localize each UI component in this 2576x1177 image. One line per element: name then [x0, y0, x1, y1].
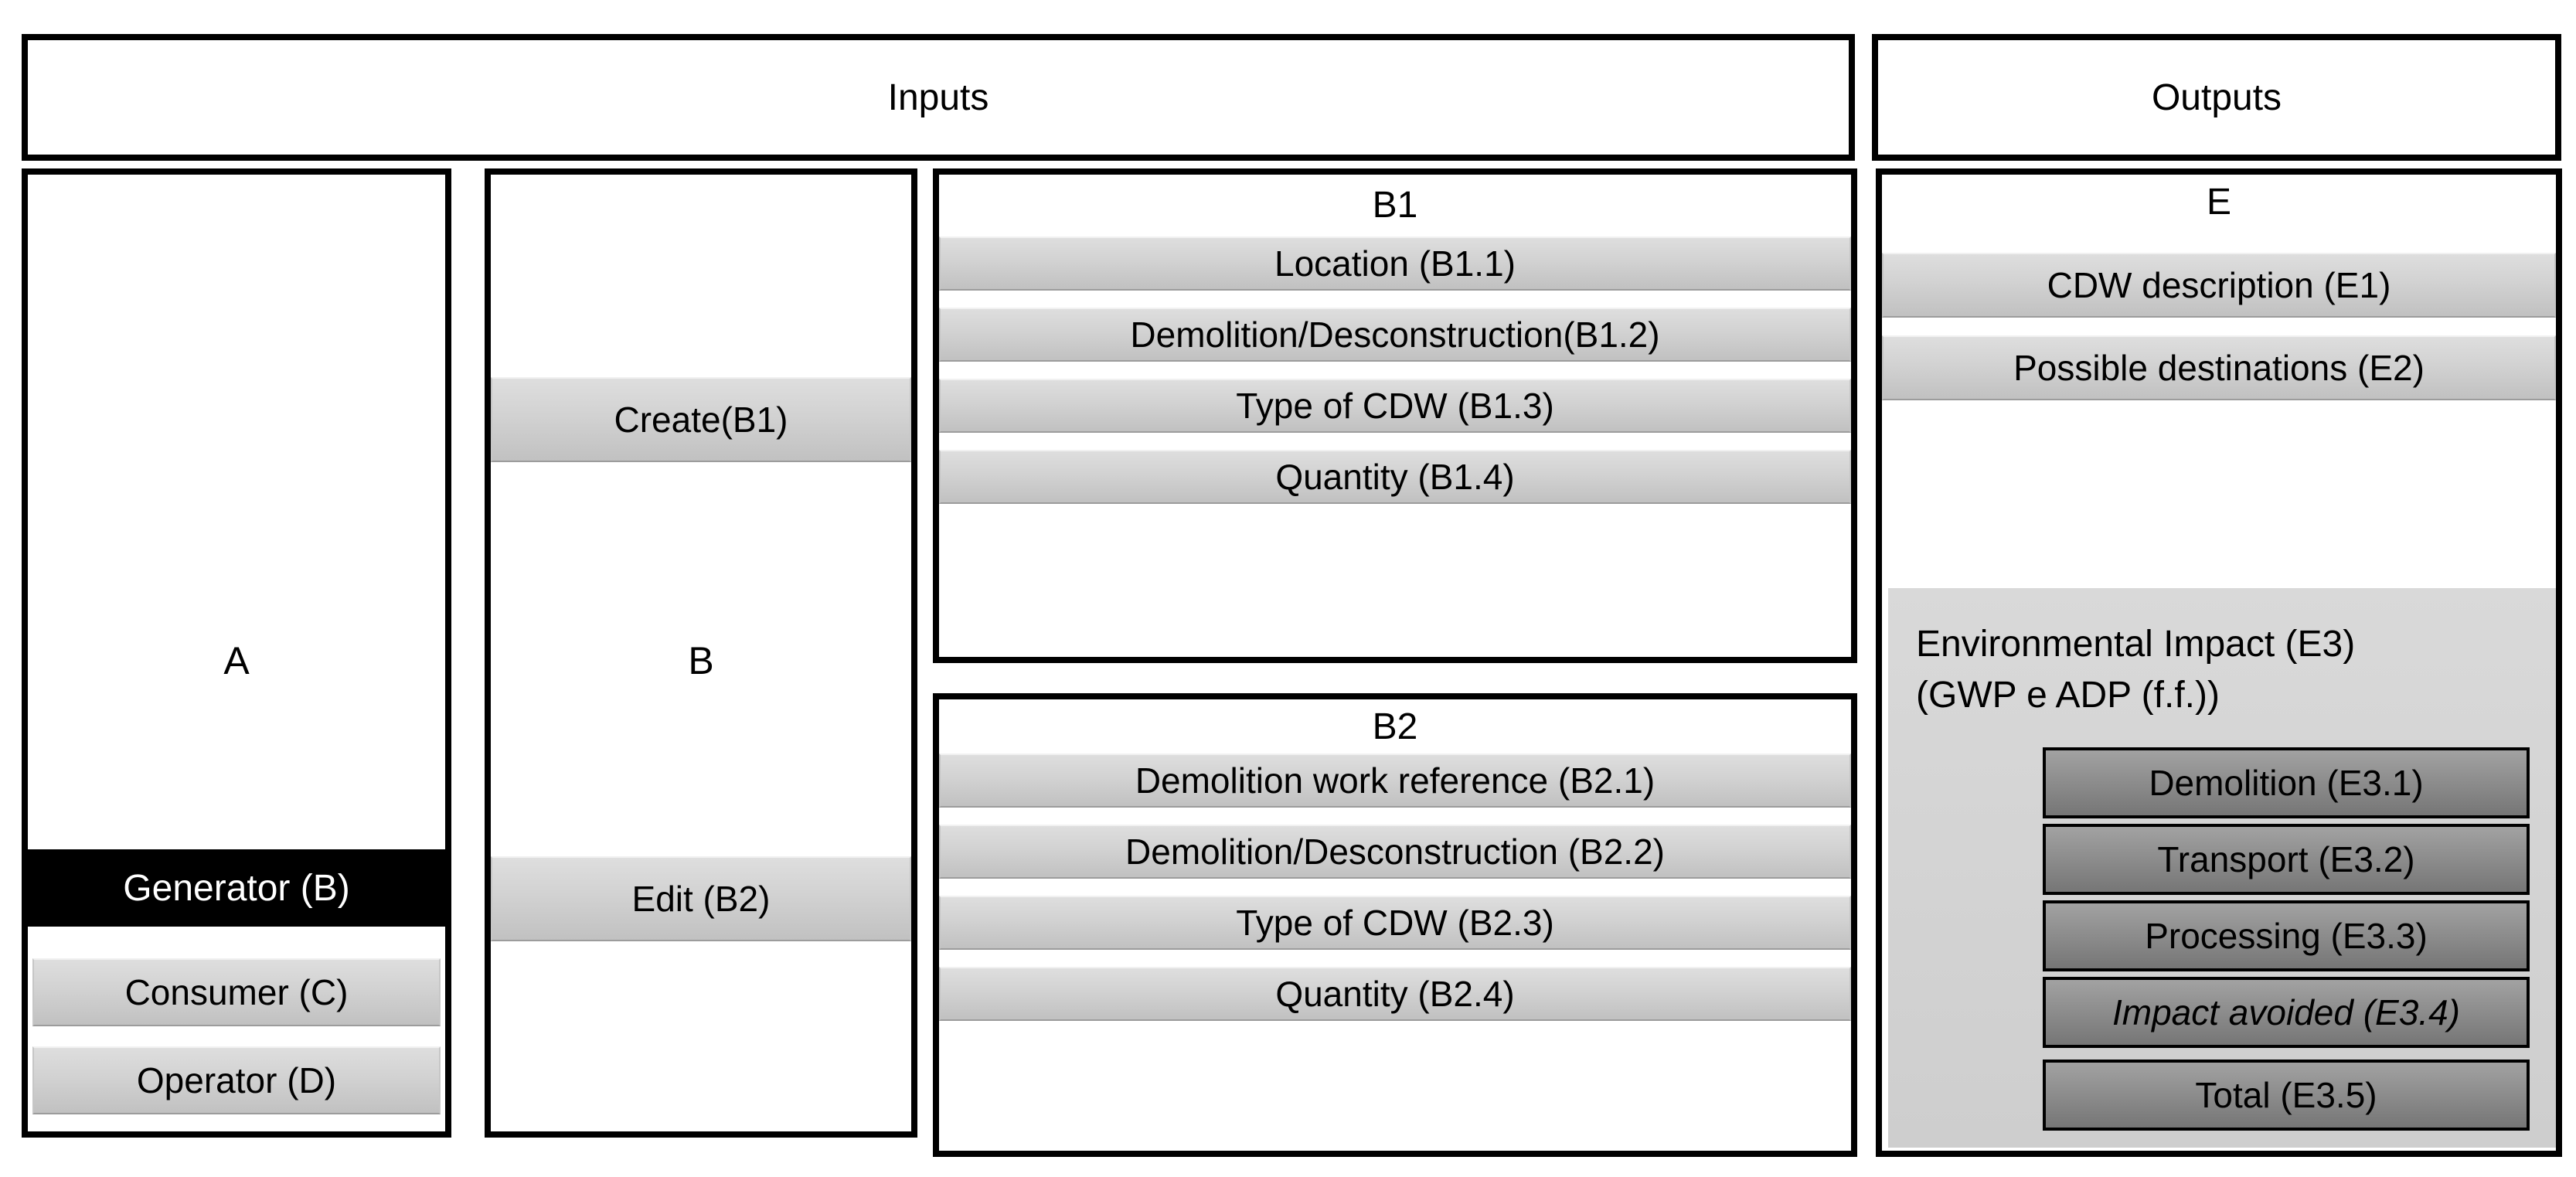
box-b-label: B [688, 639, 714, 682]
box-a: A Generator (B) Consumer (C) Operator (D… [22, 168, 451, 1138]
box-b2: B2 Demolition work reference (B2.1) Demo… [933, 693, 1857, 1157]
e3-panel: Environmental Impact (E3) (GWP e ADP (f.… [1888, 588, 2556, 1148]
create-b1-label: Create(B1) [614, 400, 788, 440]
b2-item-type: Type of CDW (B2.3) [939, 896, 1851, 950]
b1-item-demolition-label: Demolition/Desconstruction(B1.2) [1130, 315, 1660, 355]
box-e: E CDW description (E1) Possible destinat… [1876, 168, 2562, 1157]
e3-item-transport-label: Transport (E3.2) [2157, 839, 2415, 879]
e3-item-impact-avoided-label: Impact avoided (E3.4) [2112, 992, 2460, 1032]
edit-b2-label: Edit (B2) [631, 879, 771, 919]
inputs-header-label: Inputs [887, 77, 989, 118]
operator-label: Operator (D) [136, 1060, 337, 1100]
e-item-cdw-description-label: CDW description (E1) [2047, 265, 2391, 305]
b1-item-demolition: Demolition/Desconstruction(B1.2) [939, 308, 1851, 362]
e-item-cdw-description: CDW description (E1) [1882, 253, 2556, 318]
create-b1-band: Create(B1) [491, 377, 911, 462]
outputs-header-box: Outputs [1872, 34, 2561, 161]
b2-item-demolition-label: Demolition/Desconstruction (B2.2) [1125, 832, 1665, 872]
e3-item-demolition-label: Demolition (E3.1) [2149, 763, 2424, 803]
e3-item-processing: Processing (E3.3) [2043, 900, 2530, 971]
box-a-label: A [223, 639, 250, 682]
e3-item-impact-avoided: Impact avoided (E3.4) [2043, 977, 2530, 1048]
box-b2-title: B2 [1372, 706, 1418, 747]
outputs-header-label: Outputs [2151, 77, 2282, 118]
b1-item-quantity-label: Quantity (B1.4) [1275, 457, 1515, 497]
edit-b2-band: Edit (B2) [491, 856, 911, 941]
b1-item-location-label: Location (B1.1) [1274, 243, 1516, 284]
consumer-label: Consumer (C) [124, 972, 349, 1012]
e-item-possible-destinations: Possible destinations (E2) [1882, 335, 2556, 400]
b1-item-location: Location (B1.1) [939, 236, 1851, 291]
e3-item-transport: Transport (E3.2) [2043, 824, 2530, 895]
consumer-band: Consumer (C) [32, 958, 441, 1026]
box-b: Create(B1) B Edit (B2) [485, 168, 917, 1138]
b2-item-reference-label: Demolition work reference (B2.1) [1135, 760, 1656, 801]
e3-caption-line2: (GWP e ADP (f.f.)) [1916, 675, 2220, 716]
b2-item-demolition: Demolition/Desconstruction (B2.2) [939, 825, 1851, 879]
b1-item-type-label: Type of CDW (B1.3) [1236, 386, 1554, 426]
e3-caption: Environmental Impact (E3) (GWP e ADP (f.… [1916, 619, 2355, 721]
b2-item-quantity: Quantity (B2.4) [939, 967, 1851, 1021]
box-e-title: E [2206, 182, 2231, 223]
e3-item-total: Total (E3.5) [2043, 1060, 2530, 1131]
e3-item-total-label: Total (E3.5) [2195, 1075, 2377, 1115]
b1-item-type: Type of CDW (B1.3) [939, 379, 1851, 433]
e3-caption-line1: Environmental Impact (E3) [1916, 624, 2356, 665]
e-item-possible-destinations-label: Possible destinations (E2) [2013, 348, 2425, 388]
b1-item-quantity: Quantity (B1.4) [939, 450, 1851, 504]
box-b1: B1 Location (B1.1) Demolition/Desconstru… [933, 168, 1857, 663]
inputs-header-box: Inputs [22, 34, 1855, 161]
b2-item-quantity-label: Quantity (B2.4) [1275, 974, 1515, 1014]
generator-band: Generator (B) [28, 849, 445, 927]
b2-item-type-label: Type of CDW (B2.3) [1236, 903, 1554, 943]
box-b1-title: B1 [1372, 185, 1418, 226]
operator-band: Operator (D) [32, 1046, 441, 1114]
b2-item-reference: Demolition work reference (B2.1) [939, 753, 1851, 808]
e3-item-demolition: Demolition (E3.1) [2043, 747, 2530, 818]
generator-label: Generator (B) [123, 867, 350, 909]
e3-item-processing-label: Processing (E3.3) [2145, 916, 2428, 956]
